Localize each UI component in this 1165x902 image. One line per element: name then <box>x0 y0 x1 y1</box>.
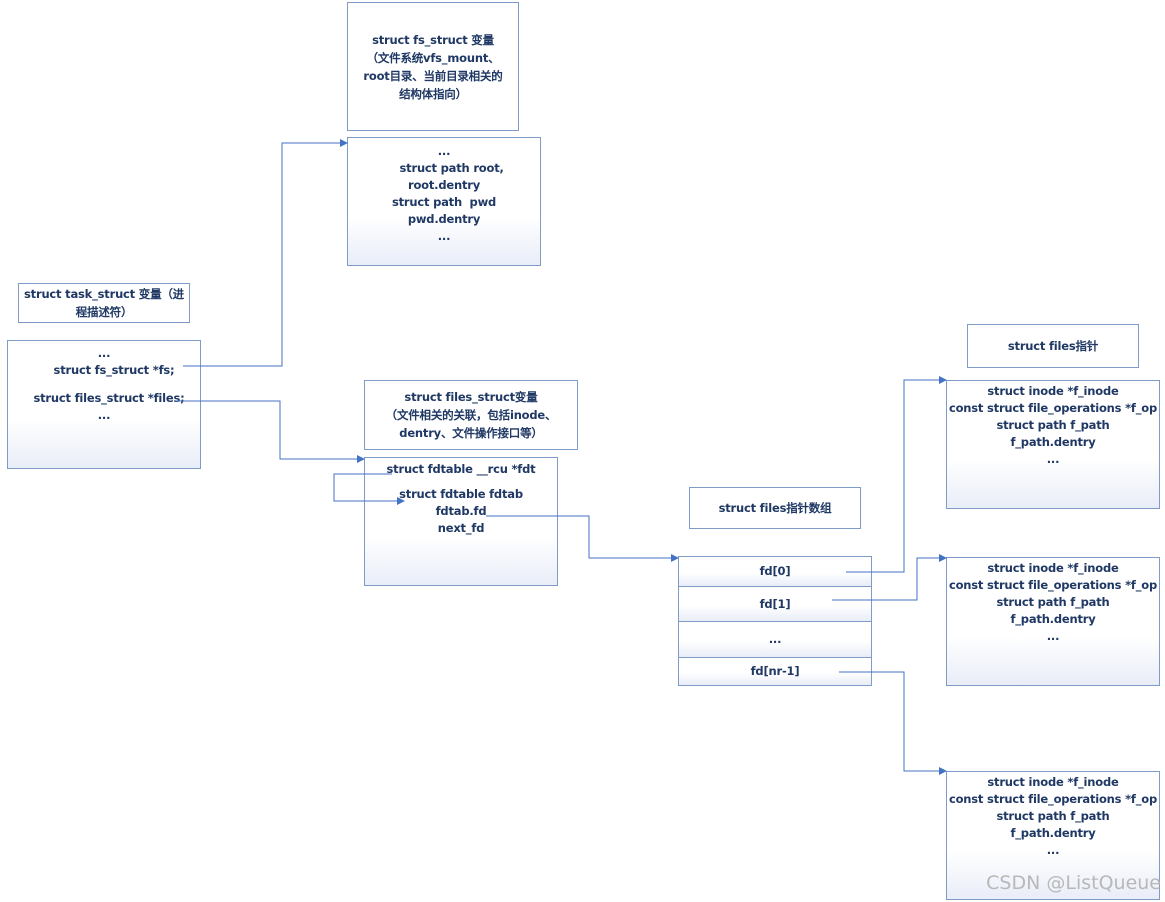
files-struct-field-fdt: struct fdtable __rcu *fdt <box>386 462 536 476</box>
file-field-inode: struct inode *f_inode <box>987 775 1119 789</box>
file-field-dentry: f_path.dentry <box>1010 612 1096 626</box>
file-field-f-op: const struct file_operations *f_op <box>948 578 1158 592</box>
fd-array-cell: fd[nr-1] <box>679 658 871 685</box>
file-field-f-path: struct path f_path <box>996 418 1110 432</box>
file-field-f-op: const struct file_operations *f_op <box>948 401 1158 415</box>
file-field-inode: struct inode *f_inode <box>987 561 1119 575</box>
task-struct-body-box: ... struct fs_struct *fs; struct files_s… <box>7 340 201 469</box>
fd-array-title: struct files指针数组 <box>718 501 832 515</box>
fs-struct-title-line: （文件系统vfs_mount、 <box>366 50 500 65</box>
file-field-f-path: struct path f_path <box>996 809 1110 823</box>
fd-array-cell: fd[1] <box>679 587 871 622</box>
fs-struct-field-pwd: struct path pwd <box>391 195 497 209</box>
fs-struct-field: root.dentry <box>407 178 481 192</box>
file-field-ellipsis: ... <box>1046 843 1060 857</box>
fd-array-box: fd[0] fd[1] ... fd[nr-1] <box>678 556 872 686</box>
file-field-ellipsis: ... <box>1046 629 1060 643</box>
fd-array-cell-label: fd[0] <box>759 564 791 578</box>
fs-struct-field-root: struct path root, <box>384 161 504 175</box>
task-struct-field-files: struct files_struct *files; <box>33 391 185 405</box>
fs-struct-field: ... <box>437 144 451 158</box>
fs-struct-title-line: root目录、当前目录相关的 <box>363 68 503 83</box>
files-struct-body-box: struct fdtable __rcu *fdt struct fdtable… <box>364 457 558 586</box>
fs-struct-body-box: ... struct path root, root.dentry struct… <box>347 137 541 266</box>
task-struct-field: ... <box>97 408 111 422</box>
fs-struct-title-box: struct fs_struct 变量 （文件系统vfs_mount、 root… <box>347 2 519 131</box>
fd-array-cell-label: ... <box>768 632 782 646</box>
task-struct-title-line: struct task_struct 变量（进 <box>24 287 184 301</box>
fdn-to-file-connector <box>839 671 947 775</box>
fd-array-cell: ... <box>679 622 871 658</box>
fd-array-cell-label: fd[1] <box>759 596 791 611</box>
task-struct-field-fs: struct fs_struct *fs; <box>53 363 175 377</box>
task-struct-field: ... <box>97 346 111 360</box>
file-field-ellipsis: ... <box>1046 452 1060 466</box>
files-pointer-title: struct files指针 <box>1007 339 1099 353</box>
files-pointer-connector <box>176 400 365 463</box>
file-field-f-op: const struct file_operations *f_op <box>948 792 1158 806</box>
file-instance-box: struct inode *f_inode const struct file_… <box>946 380 1160 509</box>
file-field-dentry: f_path.dentry <box>1010 826 1096 840</box>
files-struct-title-line: （文件相关的关联，包括inode、 <box>385 408 557 422</box>
files-struct-field-fd: fdtab.fd <box>435 504 487 518</box>
fd0-to-file-connector <box>846 376 947 573</box>
task-struct-title-line: 程描述符） <box>75 305 133 319</box>
fd-array-cell: fd[0] <box>679 557 871 587</box>
fs-struct-field: pwd.dentry <box>407 212 481 226</box>
fs-struct-field: ... <box>437 229 451 243</box>
fs-struct-title-line: 结构体指向） <box>399 86 467 101</box>
fd-array-cell-label: fd[nr-1] <box>750 664 800 678</box>
fs-struct-title-line: struct fs_struct 变量 <box>372 32 494 47</box>
files-struct-field-fdtab: struct fdtable fdtab <box>399 487 523 501</box>
files-pointer-title-box: struct files指针 <box>967 324 1139 368</box>
files-struct-title-box: struct files_struct变量 （文件相关的关联，包括inode、 … <box>364 380 578 450</box>
file-field-dentry: f_path.dentry <box>1010 435 1096 449</box>
file-field-f-path: struct path f_path <box>996 595 1110 609</box>
fd-array-title-box: struct files指针数组 <box>689 487 861 529</box>
task-struct-title-box: struct task_struct 变量（进 程描述符） <box>18 283 190 323</box>
files-struct-field <box>365 478 557 486</box>
file-instance-box: struct inode *f_inode const struct file_… <box>946 771 1160 900</box>
file-instance-box: struct inode *f_inode const struct file_… <box>946 557 1160 686</box>
files-struct-title-line: struct files_struct变量 <box>404 390 538 404</box>
file-field-inode: struct inode *f_inode <box>987 384 1119 398</box>
fs-pointer-connector <box>183 139 348 367</box>
watermark: CSDN @ListQueue <box>986 872 1161 894</box>
task-struct-field <box>8 379 200 390</box>
files-struct-title-line: dentry、文件操作接口等） <box>399 426 543 440</box>
files-struct-field-next-fd: next_fd <box>437 521 485 535</box>
